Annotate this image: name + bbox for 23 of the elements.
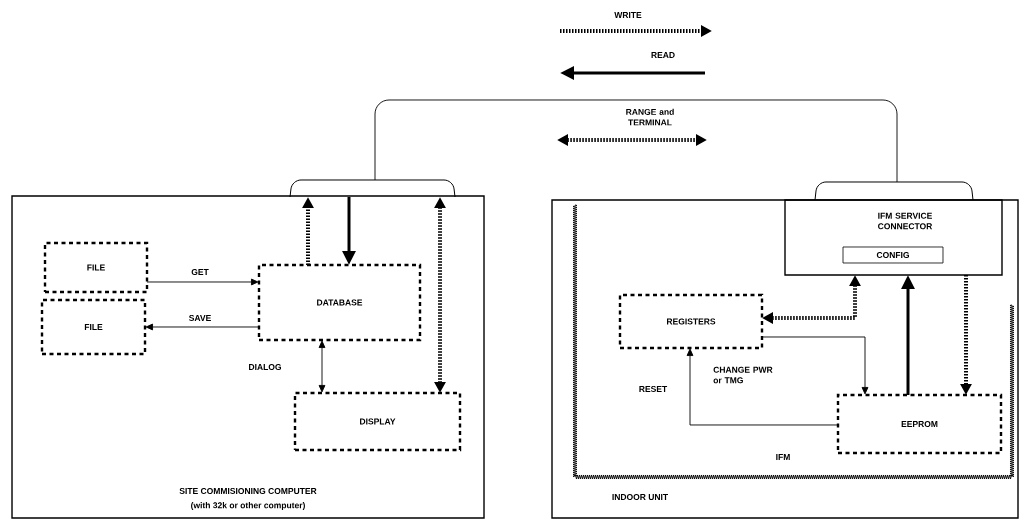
database-box: DATABASE — [257, 263, 422, 342]
config-box: CONFIG — [842, 246, 944, 264]
registers-box: REGISTERS — [618, 293, 764, 350]
cable — [374, 99, 898, 183]
eeprom-box: EEPROM — [836, 393, 1003, 455]
legend-label: WRITE — [614, 12, 642, 18]
edge-label: CHANGE PWR or TMG — [712, 365, 779, 385]
display-box: DISPLAY — [293, 391, 462, 452]
edge-label: DIALOG — [247, 363, 283, 371]
file-box: FILE — [43, 241, 149, 294]
legend-label: RANGE and TERMINAL — [626, 108, 674, 126]
arrow — [318, 340, 326, 393]
arrow — [686, 348, 839, 426]
file-box: FILE — [40, 298, 147, 356]
connector-plug — [289, 179, 456, 198]
edge-label: GET — [190, 268, 210, 276]
arrow — [146, 278, 259, 286]
edge-label: SAVE — [187, 314, 213, 322]
arrow — [145, 323, 260, 331]
arrow — [761, 336, 869, 395]
legend-label: READ — [651, 52, 675, 58]
edge-label: RESET — [637, 385, 669, 393]
connector-plug — [814, 181, 974, 201]
